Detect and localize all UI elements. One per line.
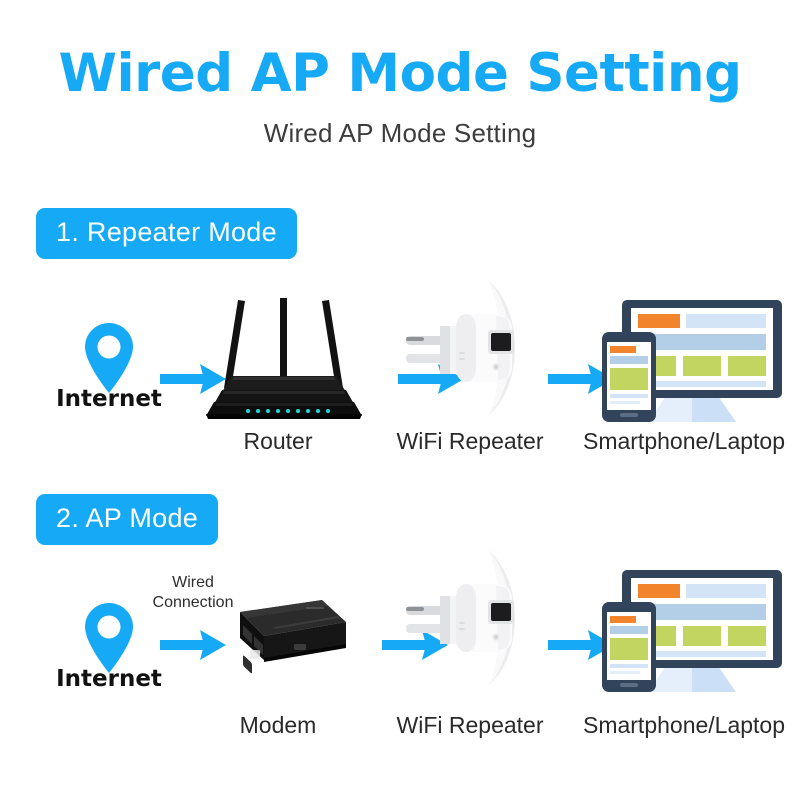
wifi-repeater-device (400, 544, 540, 692)
caption-router: Router (243, 428, 313, 454)
caption-wifi-repeater: WiFi Repeater (396, 712, 544, 738)
router-icon (206, 298, 362, 419)
map-pin-icon (85, 603, 133, 673)
smartphone-laptop-icon (602, 300, 782, 422)
wifi-repeater-icon (406, 550, 515, 686)
modem-icon (240, 600, 346, 674)
smartphone-laptop-device (600, 288, 786, 424)
smartphone-laptop-icon (602, 570, 782, 692)
caption-smartphone-laptop: Smartphone/Laptop (582, 712, 786, 738)
diagram-row-ap-mode: Internet Wired Connection (0, 550, 800, 756)
map-pin-icon (85, 323, 133, 393)
caption-smartphone-laptop: Smartphone/Laptop (582, 428, 786, 454)
wifi-repeater-icon (406, 280, 515, 416)
wifi-repeater-device (400, 274, 540, 422)
flow-arrow-repeater-to-devices (548, 364, 614, 394)
internet-source-ap: Internet (56, 602, 162, 702)
section-badge-repeater-mode: 1. Repeater Mode (36, 208, 297, 259)
internet-label: Internet (56, 386, 162, 412)
flow-arrow-internet-to-modem (160, 630, 226, 660)
caption-modem: Modem (239, 712, 317, 738)
caption-wifi-repeater: WiFi Repeater (396, 428, 544, 454)
flow-arrow-modem-to-repeater (382, 630, 448, 660)
modem-device (210, 594, 350, 690)
page-subtitle: Wired AP Mode Setting (263, 117, 537, 148)
internet-source-repeater: Internet (56, 322, 162, 422)
section-badge-ap-mode: 2. AP Mode (36, 494, 219, 545)
flow-arrow-repeater-to-devices (548, 630, 614, 660)
smartphone-laptop-device (600, 558, 786, 694)
diagram-row-repeater-mode: Internet (0, 272, 800, 472)
internet-label: Internet (56, 666, 162, 692)
wired-connection-line2: Connection (152, 594, 234, 612)
flow-arrow-internet-to-router (160, 364, 226, 394)
wired-connection-line1: Wired (172, 574, 214, 591)
wired-connection-caption: Wired Connection (137, 573, 249, 614)
page-title: Wired AP Mode Setting (58, 43, 742, 104)
header: Wired AP Mode Setting Wired AP Mode Sett… (0, 46, 800, 149)
router-device (186, 280, 382, 420)
